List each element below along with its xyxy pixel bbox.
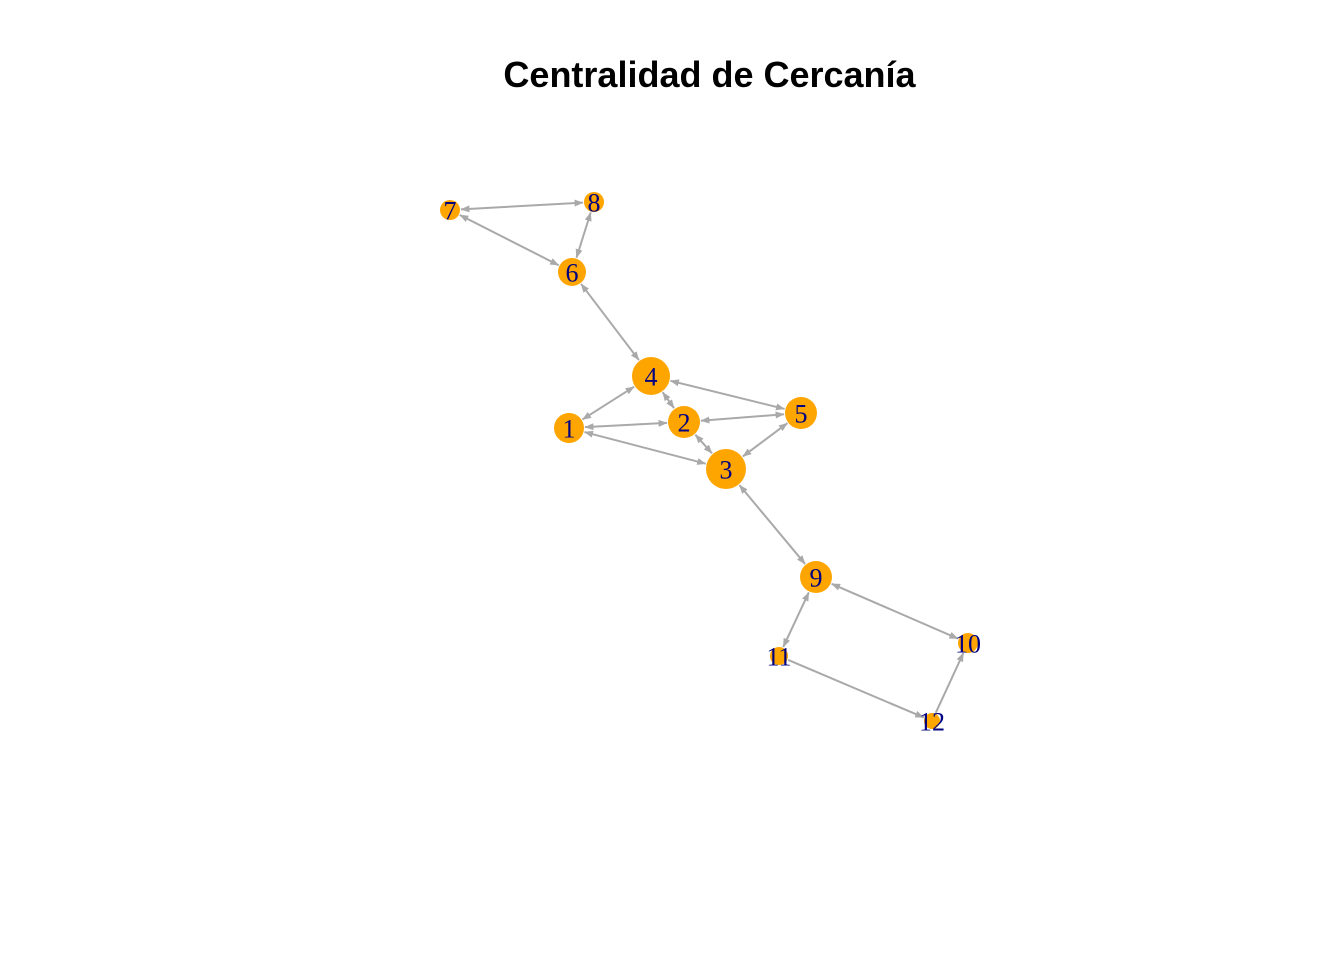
node-4: 4 (632, 357, 670, 395)
node-label-8: 8 (588, 189, 601, 218)
edge-7-8 (460, 199, 584, 213)
node-7: 7 (440, 197, 460, 226)
edge-2-5 (700, 411, 785, 424)
node-circle-5 (785, 397, 817, 429)
node-label-7: 7 (444, 197, 457, 226)
node-label-5: 5 (795, 400, 808, 429)
node-circle-1 (554, 413, 584, 443)
edge-4-5 (669, 379, 785, 411)
node-circle-2 (668, 406, 700, 438)
node-label-9: 9 (810, 564, 823, 593)
node-label-4: 4 (645, 363, 658, 392)
node-3: 3 (706, 449, 746, 489)
node-circle-6 (558, 258, 586, 286)
node-1: 1 (554, 413, 584, 444)
edge-9-11 (782, 591, 810, 648)
edge-12-10 (934, 652, 965, 714)
node-11: 11 (766, 643, 791, 672)
node-label-10: 10 (955, 630, 981, 659)
edge-4-6 (580, 283, 640, 361)
node-label-1: 1 (563, 415, 576, 444)
node-12: 12 (919, 708, 945, 737)
node-circle-8 (584, 192, 604, 212)
edges-layer (459, 199, 965, 719)
edge-2-3 (694, 434, 713, 455)
node-label-12: 12 (919, 708, 945, 737)
plot-title: Centralidad de Cercanía (503, 54, 916, 95)
node-circle-11 (770, 647, 788, 665)
node-6: 6 (558, 258, 586, 288)
node-circle-12 (924, 713, 940, 729)
node-circle-9 (800, 561, 832, 593)
node-2: 2 (668, 406, 700, 438)
node-circle-10 (958, 633, 978, 653)
node-label-3: 3 (720, 456, 733, 485)
edge-1-2 (584, 419, 668, 431)
edge-9-10 (831, 582, 959, 640)
node-8: 8 (584, 189, 604, 218)
edge-6-7 (459, 214, 560, 267)
edge-6-8 (575, 212, 592, 259)
edge-1-4 (581, 385, 635, 421)
node-circle-7 (440, 200, 460, 220)
node-9: 9 (800, 561, 832, 593)
node-circle-4 (632, 357, 670, 395)
node-label-11: 11 (766, 643, 791, 672)
node-label-2: 2 (678, 409, 691, 438)
node-5: 5 (785, 397, 817, 429)
edge-3-5 (742, 422, 788, 458)
edge-3-9 (738, 484, 806, 565)
node-10: 10 (955, 630, 981, 659)
edge-2-4 (661, 391, 675, 409)
edge-11-12 (787, 658, 925, 719)
node-label-6: 6 (566, 259, 579, 288)
edge-1-3 (583, 430, 707, 465)
node-circle-3 (706, 449, 746, 489)
